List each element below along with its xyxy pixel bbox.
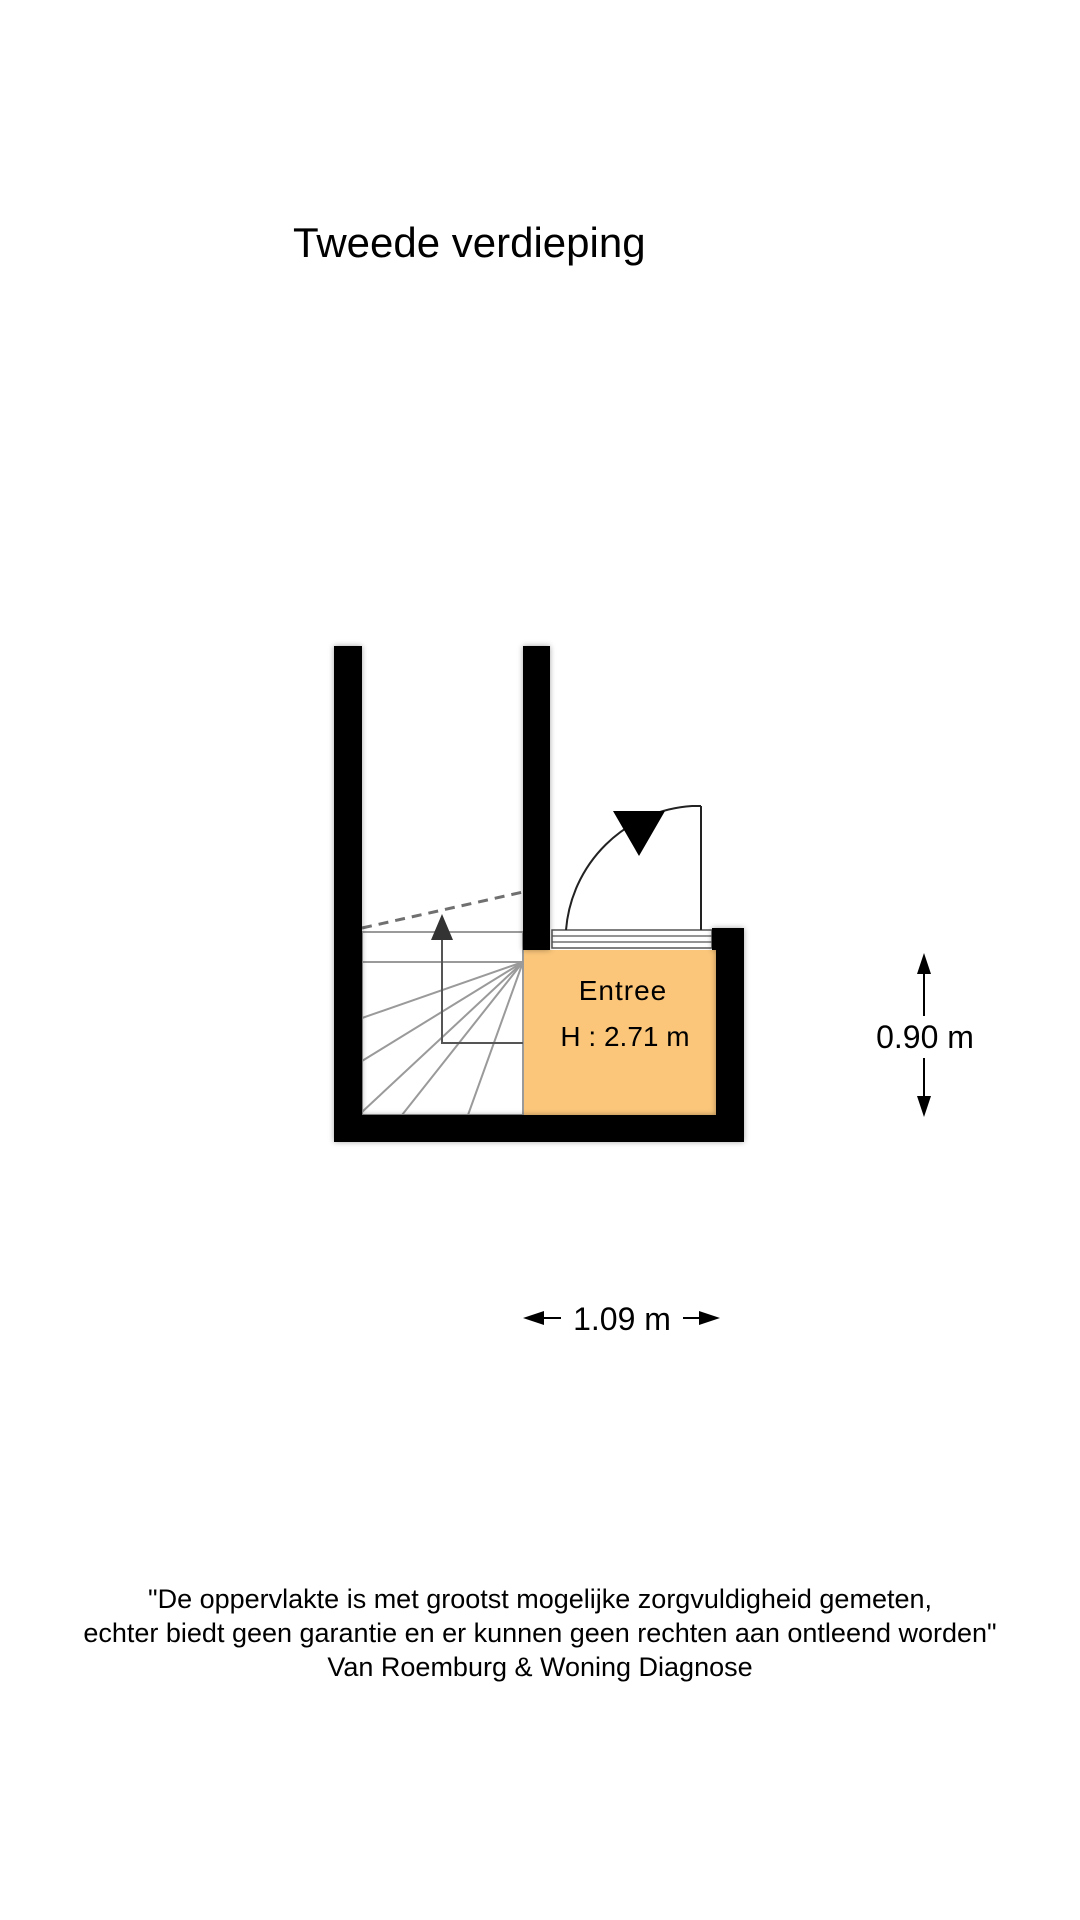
stair-direction-line bbox=[441, 940, 523, 1044]
door-swing-arc bbox=[565, 805, 701, 931]
entrance-arrow-icon bbox=[613, 811, 665, 856]
walls bbox=[334, 646, 744, 1142]
room-entree-area bbox=[523, 950, 716, 1115]
width-dimension: 1.09 m bbox=[523, 1301, 720, 1337]
door bbox=[551, 805, 713, 949]
arrow-down-icon bbox=[917, 1096, 931, 1117]
wall-bottom bbox=[334, 1115, 744, 1142]
arrow-up-icon bbox=[917, 953, 931, 974]
wall-right-cap bbox=[712, 928, 744, 950]
disclaimer-company: Van Roemburg & Woning Diagnose bbox=[327, 1652, 753, 1682]
width-dimension-label: 1.09 m bbox=[573, 1301, 671, 1337]
depth-dimension-label: 0.90 m bbox=[876, 1019, 974, 1055]
stair-direction-arrow-icon bbox=[431, 914, 453, 940]
wall-left bbox=[334, 646, 362, 1142]
depth-dimension: 0.90 m bbox=[876, 953, 974, 1117]
room-entree-name: Entree bbox=[579, 975, 668, 1006]
disclaimer-line: "De oppervlakte is met grootst mogelijke… bbox=[148, 1584, 932, 1614]
arrow-left-icon bbox=[523, 1311, 544, 1325]
stair-dashed-edge bbox=[361, 890, 524, 930]
floor-title: Tweede verdieping bbox=[293, 219, 646, 266]
wall-middle bbox=[523, 646, 550, 950]
stair-step bbox=[467, 961, 524, 1116]
wall-right bbox=[716, 928, 744, 1142]
staircase bbox=[361, 890, 524, 1116]
stair-step bbox=[401, 961, 524, 1116]
disclaimer: "De oppervlakte is met grootst mogelijke… bbox=[0, 1582, 1080, 1684]
arrow-right-icon bbox=[699, 1311, 720, 1325]
room-entree-height: H : 2.71 m bbox=[560, 1021, 689, 1052]
disclaimer-line: echter biedt geen garantie en er kunnen … bbox=[83, 1618, 997, 1648]
door-threshold bbox=[551, 929, 713, 949]
